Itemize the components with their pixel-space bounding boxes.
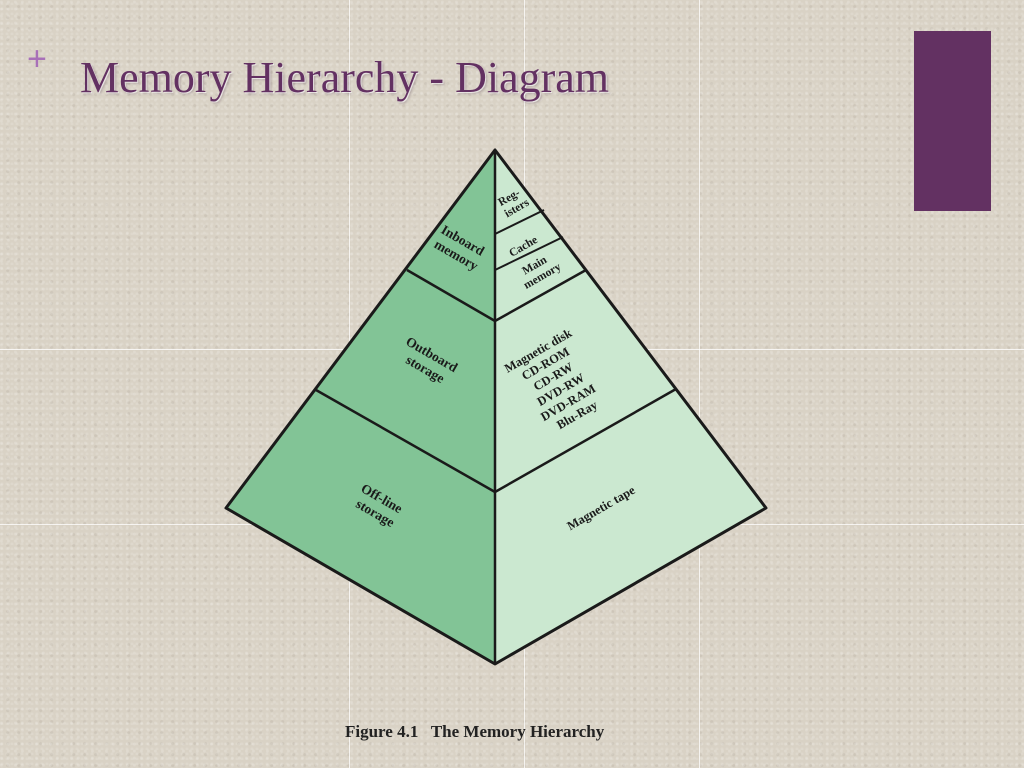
bullet-plus-icon: + [27, 40, 47, 78]
divider-main-outboard [494, 268, 587, 323]
pyramid-left-face [226, 150, 495, 664]
pyramid-right-face [495, 150, 766, 664]
divider-outboard-offline [315, 388, 496, 494]
figure-caption: Figure 4.1 The Memory Hierarchy [345, 722, 604, 742]
divider-cache-main [494, 236, 564, 271]
grid-line-v3 [699, 0, 700, 768]
accent-block [914, 31, 991, 211]
divider-registers-cache [494, 209, 545, 235]
divider-outboard-tape [494, 387, 677, 494]
slide-title: Memory Hierarchy - Diagram [80, 53, 610, 102]
divider-inboard-outboard [406, 268, 496, 323]
pyramid-outline [224, 148, 768, 666]
figure-title: The Memory Hierarchy [430, 722, 605, 741]
figure-number: Figure 4.1 [345, 722, 419, 741]
